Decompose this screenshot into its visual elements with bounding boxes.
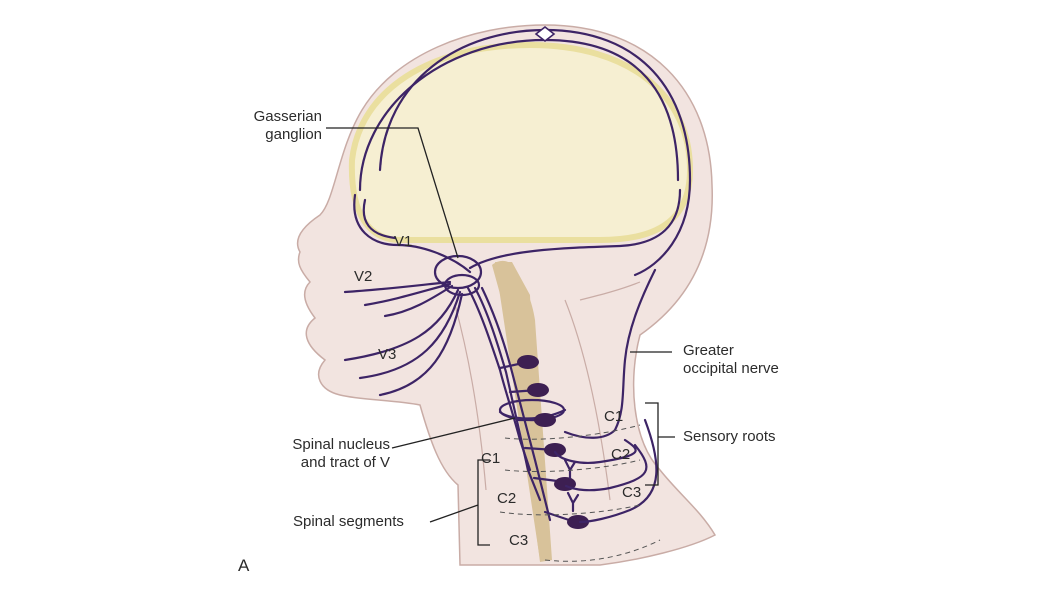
greater-occipital-nerve xyxy=(563,268,657,439)
segment-boundary-4 xyxy=(544,539,661,562)
tract-v-3 xyxy=(480,286,552,522)
sensory-root-c2 xyxy=(564,443,648,492)
y-connector-2 xyxy=(566,491,580,513)
nerve-v3-1 xyxy=(343,288,460,362)
nerve-v1-loop xyxy=(468,188,682,270)
panel-label: A xyxy=(238,556,250,575)
label-gasserian-ganglion: Gasserian ganglion xyxy=(253,108,322,143)
label-segment-c2: C2 xyxy=(497,490,517,507)
leader-spinal-nucleus xyxy=(391,417,516,449)
neck-contour-front xyxy=(454,304,487,491)
neuron-1 xyxy=(517,355,539,369)
bracket-spinal-segments xyxy=(429,459,490,546)
neuron-2 xyxy=(527,383,549,397)
tract-v-1 xyxy=(466,286,532,472)
leader-gasserian xyxy=(326,127,459,259)
neck-contour-back xyxy=(564,299,611,501)
nerve-v3-3 xyxy=(378,292,464,397)
label-root-c1: C1 xyxy=(604,408,624,425)
sensory-root-c3 xyxy=(578,418,658,524)
label-v1: V1 xyxy=(394,233,413,250)
sinus-diamond xyxy=(534,25,556,43)
segment-boundary-1 xyxy=(504,424,641,440)
neuron-4 xyxy=(544,443,566,457)
label-spinal-nucleus: Spinal nucleus and tract of V xyxy=(292,436,390,471)
neuron-6 xyxy=(567,515,589,529)
nerve-v2-2 xyxy=(363,282,452,307)
nerve-v1-lower xyxy=(362,198,397,240)
neuron-3 xyxy=(534,413,556,427)
label-v3: V3 xyxy=(378,346,397,363)
tract-v-2 xyxy=(473,286,542,502)
sensory-root-c1 xyxy=(553,438,637,464)
label-sensory-roots: Sensory roots xyxy=(683,428,776,445)
label-root-c2: C2 xyxy=(611,446,631,463)
label-root-c3: C3 xyxy=(622,484,642,501)
nerve-v3-2 xyxy=(358,290,462,380)
label-greater-occipital-nerve: Greater occipital nerve xyxy=(683,342,779,377)
label-segment-c1: C1 xyxy=(481,450,501,467)
label-v2: V2 xyxy=(354,268,373,285)
bracket-sensory-roots xyxy=(645,402,675,486)
gasserian-ganglion-inner xyxy=(443,273,481,297)
label-segment-c3: C3 xyxy=(509,532,529,549)
segment-boundary-2 xyxy=(504,459,641,473)
sinus-line-outer xyxy=(378,28,692,277)
label-spinal-segments: Spinal segments xyxy=(293,513,404,530)
ear-contour xyxy=(579,281,641,301)
segment-boundary-3 xyxy=(499,504,641,516)
spinal-nucleus-ring-2 xyxy=(498,408,567,420)
